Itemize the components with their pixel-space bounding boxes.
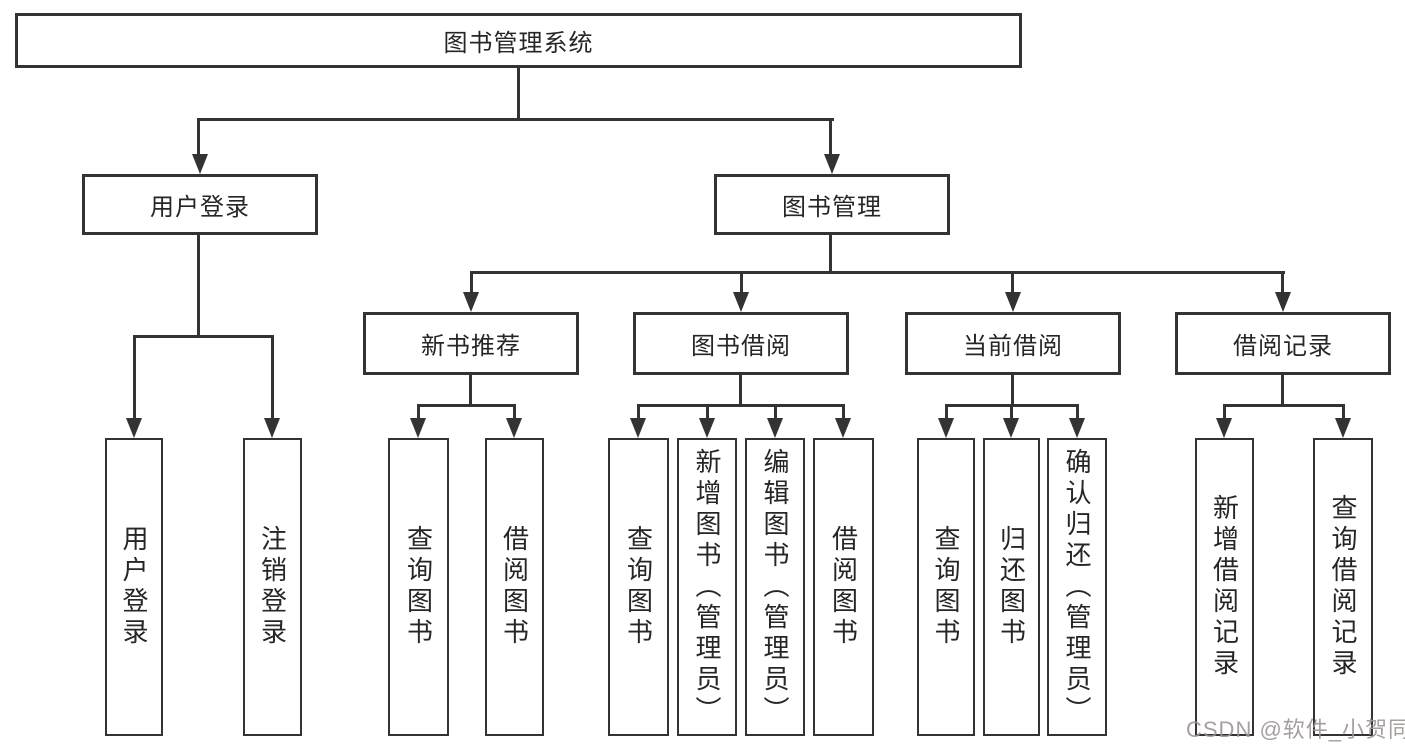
connector-records-branch-1 xyxy=(1223,404,1226,421)
arrowhead-currentborrow-leaf-1 xyxy=(938,418,954,438)
group-node-current-borrow: 当前借阅 xyxy=(905,312,1121,375)
connector-manage-stem xyxy=(829,235,832,274)
connector-newbooks-stem xyxy=(469,375,472,407)
leaf-node-logout: 注销登录 xyxy=(243,438,302,736)
leaf-label: 注销登录 xyxy=(257,525,288,649)
connector-bookborrow-branch-1 xyxy=(637,404,640,421)
leaf-node-user-login: 用户登录 xyxy=(105,438,163,736)
leaf-label: 新增借阅记录 xyxy=(1209,494,1240,680)
leaf-label: 查询图书 xyxy=(931,525,961,649)
leaf-node-borrow-books-2: 借阅图书 xyxy=(813,438,874,736)
branch-node-label: 用户登录 xyxy=(150,194,250,221)
connector-login-branch-2 xyxy=(271,335,274,421)
connector-login-branch-1 xyxy=(133,335,136,421)
connector-manage-hbar xyxy=(470,271,1285,274)
connector-manage-branch-4 xyxy=(1281,271,1284,295)
leaf-label: 查询借阅记录 xyxy=(1328,494,1358,680)
leaf-node-query-books-1: 查询图书 xyxy=(388,438,449,736)
group-node-borrow-records: 借阅记录 xyxy=(1175,312,1391,375)
connector-currentborrow-branch-2 xyxy=(1010,404,1013,421)
arrowhead-login-leaf-2 xyxy=(264,418,280,438)
leaf-node-query-borrow-record: 查询借阅记录 xyxy=(1313,438,1373,736)
leaf-node-add-books-admin: 新增图书（管理员） xyxy=(677,438,737,736)
arrowhead-bookborrow-leaf-4 xyxy=(835,418,851,438)
leaf-node-edit-books-admin: 编辑图书（管理员） xyxy=(745,438,805,736)
connector-bookborrow-branch-4 xyxy=(842,404,845,421)
arrowhead-bookborrow-leaf-3 xyxy=(767,418,783,438)
leaf-label: 借阅图书 xyxy=(499,525,530,649)
connector-login-hbar xyxy=(133,335,274,338)
group-node-book-borrow: 图书借阅 xyxy=(633,312,849,375)
connector-newbooks-hbar xyxy=(417,404,516,407)
arrowhead-currentborrow-leaf-2 xyxy=(1003,418,1019,438)
leaf-label: 确认归还（管理员） xyxy=(1062,447,1092,727)
arrowhead-book-borrow xyxy=(733,292,749,312)
connector-root-stem xyxy=(517,66,520,121)
watermark-text: CSDN @软件_小贺同学 xyxy=(1186,717,1405,742)
leaf-node-confirm-return-admin: 确认归还（管理员） xyxy=(1047,438,1107,736)
arrowhead-book-manage xyxy=(824,154,840,174)
connector-records-branch-2 xyxy=(1342,404,1345,421)
connector-manage-branch-2 xyxy=(740,271,743,295)
connector-currentborrow-branch-1 xyxy=(945,404,948,421)
leaf-label: 查询图书 xyxy=(623,525,654,649)
arrowhead-currentborrow-leaf-3 xyxy=(1069,418,1085,438)
arrowhead-records-leaf-2 xyxy=(1335,418,1351,438)
leaf-label: 编辑图书（管理员） xyxy=(760,447,790,727)
connector-login-stem xyxy=(197,235,200,338)
leaf-node-return-books: 归还图书 xyxy=(983,438,1040,736)
branch-node-label: 图书管理 xyxy=(782,194,882,221)
connector-records-stem xyxy=(1281,375,1284,407)
group-node-label: 当前借阅 xyxy=(963,333,1063,360)
arrowhead-login-leaf-1 xyxy=(126,418,142,438)
group-node-label: 借阅记录 xyxy=(1233,333,1333,360)
leaf-label: 借阅图书 xyxy=(828,525,859,649)
group-node-label: 新书推荐 xyxy=(421,333,521,360)
leaf-label: 用户登录 xyxy=(119,525,149,649)
leaf-node-query-books-2: 查询图书 xyxy=(608,438,669,736)
connector-bookborrow-branch-2 xyxy=(706,404,709,421)
leaf-label: 归还图书 xyxy=(996,525,1027,649)
arrowhead-newbooks-leaf-2 xyxy=(506,418,522,438)
arrowhead-current-borrow xyxy=(1005,292,1021,312)
arrowhead-records-leaf-1 xyxy=(1216,418,1232,438)
leaf-node-query-books-3: 查询图书 xyxy=(917,438,975,736)
leaf-label: 新增图书（管理员） xyxy=(692,447,722,727)
connector-manage-branch-3 xyxy=(1011,271,1014,295)
connector-manage-branch-1 xyxy=(470,271,473,295)
group-node-label: 图书借阅 xyxy=(691,333,791,360)
connector-records-hbar xyxy=(1223,404,1345,407)
root-node: 图书管理系统 xyxy=(15,13,1022,68)
connector-root-branch-right xyxy=(829,118,832,158)
root-node-label: 图书管理系统 xyxy=(443,30,594,57)
arrowhead-bookborrow-leaf-1 xyxy=(630,418,646,438)
leaf-node-borrow-books-1: 借阅图书 xyxy=(485,438,544,736)
connector-currentborrow-stem xyxy=(1011,375,1014,407)
connector-newbooks-branch-1 xyxy=(417,404,420,421)
connector-bookborrow-branch-3 xyxy=(774,404,777,421)
arrowhead-bookborrow-leaf-2 xyxy=(699,418,715,438)
connector-root-hbar xyxy=(198,118,834,121)
group-node-new-books: 新书推荐 xyxy=(363,312,579,375)
arrowhead-new-books xyxy=(463,292,479,312)
connector-currentborrow-branch-3 xyxy=(1076,404,1079,421)
leaf-label: 查询图书 xyxy=(403,525,434,649)
branch-node-book-manage: 图书管理 xyxy=(714,174,950,235)
connector-root-branch-left xyxy=(197,118,200,158)
arrowhead-borrow-records xyxy=(1275,292,1291,312)
branch-node-user-login: 用户登录 xyxy=(82,174,318,235)
leaf-node-add-borrow-record: 新增借阅记录 xyxy=(1195,438,1254,736)
arrowhead-newbooks-leaf-1 xyxy=(410,418,426,438)
arrowhead-user-login xyxy=(192,154,208,174)
connector-bookborrow-hbar xyxy=(637,404,845,407)
connector-bookborrow-stem xyxy=(739,375,742,407)
connector-newbooks-branch-2 xyxy=(513,404,516,421)
